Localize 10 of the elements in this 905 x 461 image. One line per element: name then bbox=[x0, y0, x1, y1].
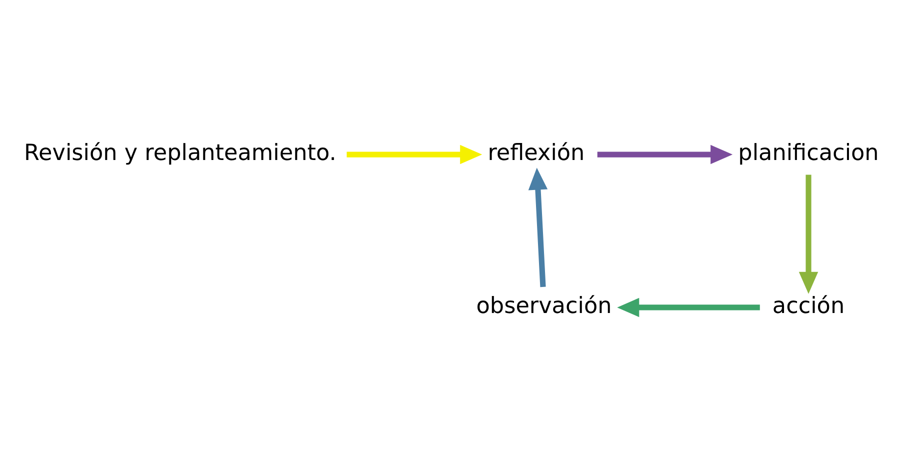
node-text: planificacion bbox=[738, 140, 879, 166]
arrow bbox=[798, 174, 818, 294]
arrow bbox=[597, 144, 733, 164]
arrow bbox=[528, 167, 548, 287]
node-text: Revisión y replanteamiento. bbox=[24, 140, 336, 166]
node-text: observación bbox=[476, 292, 612, 319]
node-text: acción bbox=[772, 292, 845, 319]
node-text: reflexión bbox=[488, 140, 585, 166]
arrow bbox=[617, 297, 760, 317]
arrow bbox=[346, 144, 482, 164]
